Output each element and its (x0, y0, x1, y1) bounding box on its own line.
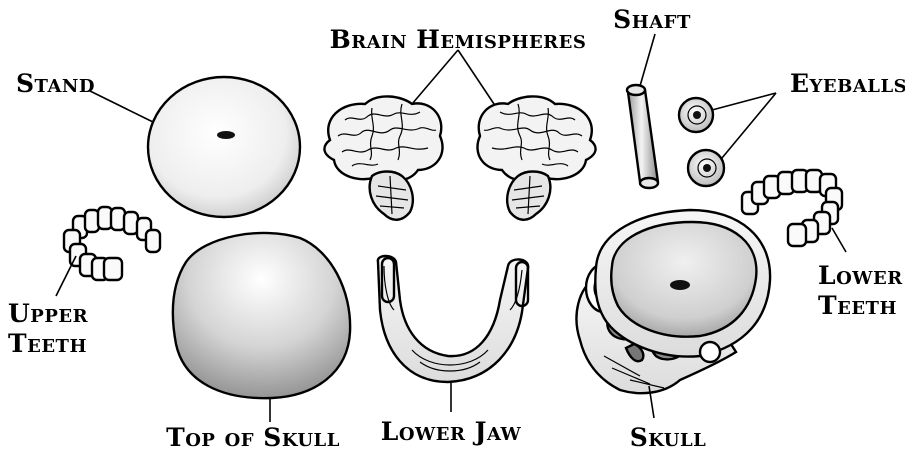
stand-leader (90, 91, 153, 122)
lower-jaw-part (378, 256, 528, 382)
eyeball-lower (688, 150, 724, 186)
stand-label: Stand (16, 69, 95, 98)
brain-hemispheres-label: Brain Hemispheres (330, 25, 587, 54)
eyeball-upper (679, 98, 713, 132)
lower-teeth-part (742, 170, 842, 246)
skull-label: Skull (630, 423, 707, 452)
upper-teeth-label-line1: Upper (8, 299, 89, 328)
shaft-part (627, 85, 658, 188)
top-of-skull-part (173, 233, 350, 398)
shaft-leader (640, 34, 655, 86)
top-of-skull-label: Top of Skull (166, 423, 340, 452)
lower-teeth-leader (832, 228, 846, 252)
brain-leader-right (458, 50, 494, 104)
eyeballs-leader-upper (712, 93, 776, 110)
lower-teeth-label-line1: Lower (818, 261, 903, 290)
stand-part (148, 77, 300, 217)
brain-hemisphere-right (477, 96, 595, 219)
eyeballs-leader-lower (722, 93, 776, 158)
upper-teeth-part (64, 207, 160, 280)
brain-hemisphere-left (324, 96, 442, 219)
upper-teeth-leader (56, 256, 76, 296)
eyeballs-label: Eyeballs (790, 69, 905, 98)
shaft-label: Shaft (613, 5, 691, 34)
lower-teeth-label-line2: Teeth (818, 291, 897, 320)
upper-teeth-label-line2: Teeth (8, 329, 87, 358)
brain-leader-left (412, 50, 458, 104)
skull-part (577, 210, 771, 393)
lower-jaw-label: Lower Jaw (381, 417, 522, 446)
